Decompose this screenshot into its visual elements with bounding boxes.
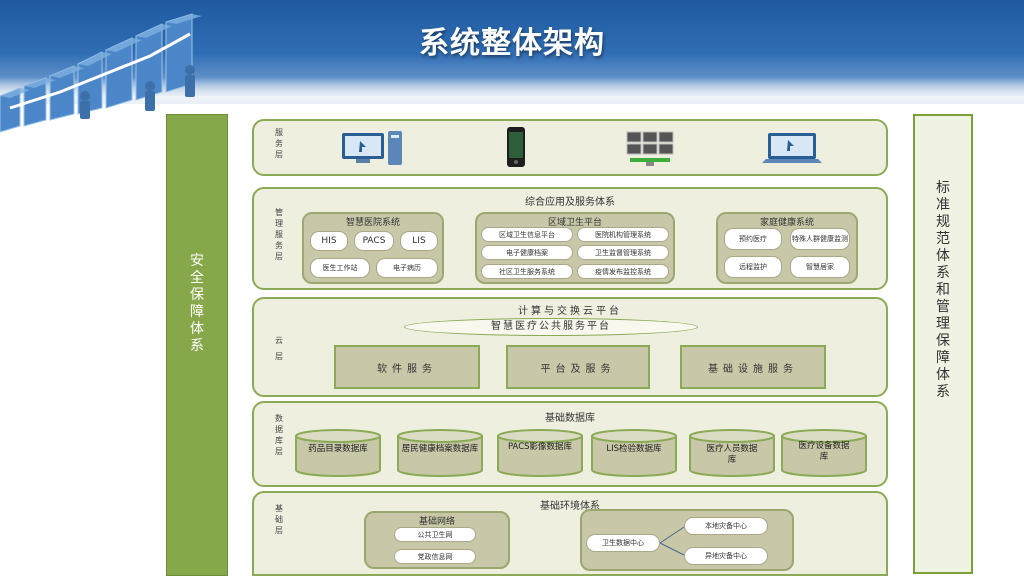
- health-data-center-item: 卫生数据中心: [586, 534, 660, 552]
- database-cylinder-icon: [781, 429, 867, 477]
- regional-health-group: 区域卫生平台 区域卫生信息平台 电子健康档案 社区卫生服务系统 医院机构管理系统…: [475, 212, 675, 284]
- decorative-growth-chart-icon: [0, 13, 202, 133]
- database-layer-title: 基础数据库: [545, 413, 595, 424]
- management-layer-title: 综合应用及服务体系: [525, 197, 615, 208]
- special-population-item: 特殊人群健康监测: [790, 228, 850, 250]
- basic-network-title: 基础网络: [418, 517, 455, 527]
- desktop-computer-icon: [342, 131, 402, 165]
- public-service-platform: 智慧医疗公共服务平台: [404, 318, 698, 336]
- service-layer-label: 服务层: [275, 128, 283, 159]
- mobile-phone-icon: [507, 127, 525, 167]
- hospital-management-item: 医院机构管理系统: [577, 227, 669, 242]
- emr-item: 电子病历: [376, 258, 438, 278]
- standards-system-label: 标准规范体系和管理保障体系: [936, 180, 950, 400]
- appointment-item: 预约医疗: [724, 228, 782, 250]
- health-supervision-item: 卫生监督管理系统: [577, 245, 669, 260]
- service-layer: 服务层: [252, 119, 888, 176]
- base-layer-title: 基础环境体系: [540, 501, 600, 512]
- regional-info-platform-item: 区域卫生信息平台: [481, 227, 573, 242]
- family-health-title: 家庭健康系统: [759, 218, 814, 228]
- database-cylinder-icon: [295, 429, 381, 477]
- database-layer-label: 数据库层: [275, 414, 283, 456]
- his-item: HIS: [310, 231, 348, 251]
- page-title: 系统整体架构: [419, 26, 605, 61]
- security-system-bar: 安全保障体系: [166, 114, 228, 576]
- smart-hospital-title: 智慧医院系统: [345, 218, 400, 228]
- pacs-item: PACS: [354, 231, 394, 251]
- cloud-layer-label: 云层: [275, 336, 283, 361]
- medical-staff-database: 医疗人员数据库: [689, 429, 775, 477]
- health-record-item: 电子健康档案: [481, 245, 573, 260]
- security-system-label: 安全保障体系: [190, 253, 204, 354]
- medical-equipment-database: 医疗设备数据库: [781, 429, 867, 477]
- base-layer-label: 基础层: [275, 504, 283, 535]
- regional-health-title: 区域卫生平台: [547, 218, 602, 228]
- smart-hospital-group: 智慧医院系统 HIS PACS LIS 医生工作站 电子病历: [302, 212, 444, 284]
- pacs-image-database: PACS影像数据库: [497, 429, 583, 477]
- software-service-box: 软件服务: [334, 345, 480, 389]
- database-cylinder-icon: [591, 429, 677, 477]
- epidemic-monitor-item: 疫情发布监控系统: [577, 264, 669, 279]
- lis-lab-database: LIS检验数据库: [591, 429, 677, 477]
- smart-home-item: 智慧居家: [790, 256, 850, 278]
- family-health-group: 家庭健康系统 预约医疗 特殊人群健康监测 远程监护 智慧居家: [716, 212, 858, 284]
- basic-network-group: 基础网络 公共卫生网 党政信息网: [364, 511, 510, 569]
- database-layer: 数据库层 基础数据库 药品目录数据库 居民健康档案数据库 PACS影像数据库 L…: [252, 401, 888, 487]
- public-health-network-item: 公共卫生网: [394, 527, 476, 542]
- management-service-layer: 管理服务层 综合应用及服务体系 智慧医院系统 HIS PACS LIS 医生工作…: [252, 187, 888, 290]
- government-network-item: 党政信息网: [394, 549, 476, 564]
- remote-backup-center-item: 异地灾备中心: [684, 547, 768, 565]
- local-backup-center-item: 本地灾备中心: [684, 517, 768, 535]
- platform-service-box: 平台及服务: [506, 345, 650, 389]
- database-cylinder-icon: [497, 429, 583, 477]
- connector-lines-icon: [659, 526, 685, 556]
- infrastructure-service-box: 基础设施服务: [680, 345, 826, 389]
- database-cylinder-icon: [397, 429, 483, 477]
- community-health-item: 社区卫生服务系统: [481, 264, 573, 279]
- lis-item: LIS: [400, 231, 438, 251]
- resident-health-record-database: 居民健康档案数据库: [397, 429, 483, 477]
- doctor-workstation-item: 医生工作站: [310, 258, 370, 278]
- management-layer-label: 管理服务层: [275, 208, 283, 261]
- database-cylinder-icon: [689, 429, 775, 477]
- cloud-layer-title: 计算与交换云平台: [518, 306, 622, 317]
- cloud-layer: 云层 计算与交换云平台 智慧医疗公共服务平台 软件服务 平台及服务 基础设施服务: [252, 297, 888, 397]
- drug-catalog-database: 药品目录数据库: [295, 429, 381, 477]
- video-wall-icon: [626, 131, 674, 166]
- standards-system-bar: 标准规范体系和管理保障体系: [913, 114, 973, 574]
- base-layer: 基础层 基础环境体系 基础网络 公共卫生网 党政信息网 卫生数据中心 本地灾备中…: [252, 491, 888, 576]
- laptop-icon: [762, 133, 822, 163]
- remote-monitoring-item: 远程监护: [724, 256, 782, 278]
- data-center-group: 卫生数据中心 本地灾备中心 异地灾备中心: [580, 509, 794, 571]
